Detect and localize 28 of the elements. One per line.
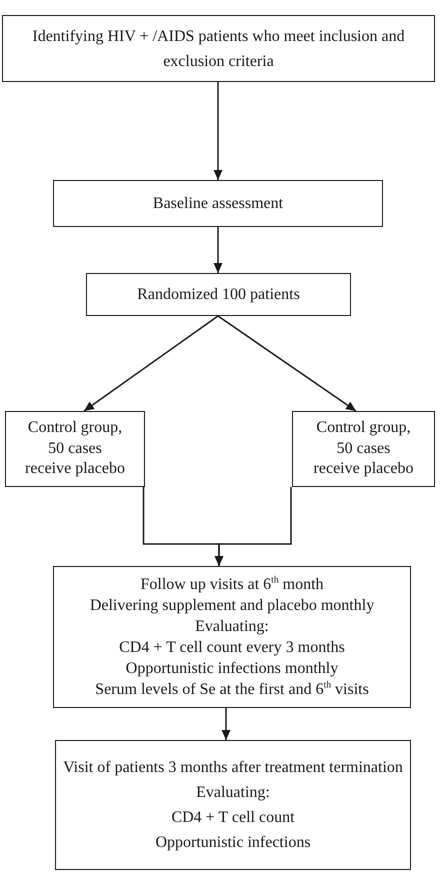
step-text: Opportunistic infections	[155, 833, 311, 853]
process-box	[5, 411, 145, 487]
step-text: Control group, 50 cases receive placebo	[24, 418, 126, 480]
step-text: Visit of patients 3 months after treatment termination	[63, 758, 403, 778]
arrow	[222, 708, 230, 740]
step-text: Baseline assessment	[152, 194, 284, 214]
arrow	[218, 315, 356, 412]
step-text: Delivering supplement and placebo monthly	[90, 596, 374, 616]
step-text: Evaluating:	[195, 617, 269, 637]
arrow	[214, 487, 292, 566]
arrow	[214, 227, 222, 273]
process-box	[2, 15, 435, 82]
step-text: Identifying HIV + /AIDS patients who meet inclusion and exclusion criteria	[31, 26, 406, 72]
process-box	[53, 566, 411, 708]
process-box	[53, 180, 383, 227]
step-text: CD4 + T cell count	[171, 808, 295, 828]
step-text: Follow up visits at 6$^{th}$ month	[140, 574, 324, 595]
process-box	[292, 411, 435, 487]
step-text: Evaluating:	[196, 783, 270, 803]
process-box	[86, 273, 351, 316]
step-text: CD4 + T cell count every 3 months	[119, 638, 345, 658]
step-text: Opportunistic infections monthly	[126, 659, 338, 679]
arrow	[214, 82, 222, 180]
step-text: Randomized 100 patients	[137, 284, 300, 304]
step-text: Serum levels of Se at the first and 6$^{th}$ visits	[95, 679, 369, 700]
step-text: Control group, 50 cases receive placebo	[312, 418, 414, 480]
process-box	[55, 740, 411, 870]
arrow	[84, 315, 218, 412]
